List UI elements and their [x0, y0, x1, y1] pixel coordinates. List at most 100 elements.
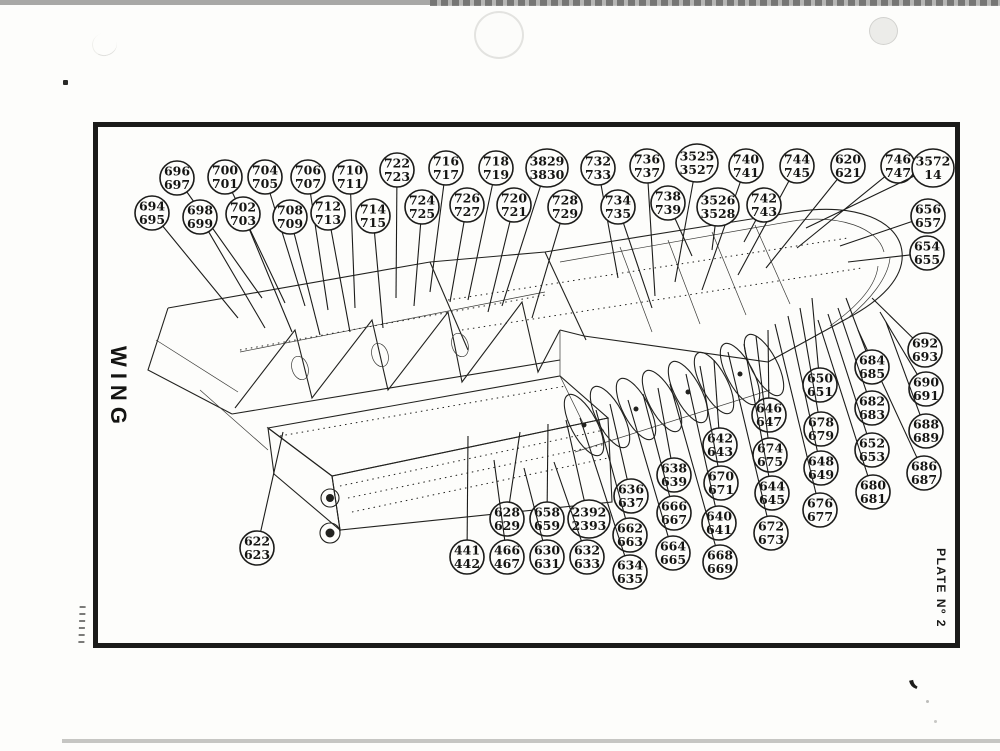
- svg-text:668: 668: [707, 548, 733, 563]
- svg-text:3528: 3528: [701, 206, 736, 221]
- svg-text:726: 726: [454, 191, 480, 206]
- scan-edge-top-texture: [430, 0, 1000, 6]
- svg-text:743: 743: [751, 204, 777, 219]
- svg-text:714: 714: [360, 202, 386, 217]
- left-truss-structure: [234, 291, 561, 409]
- scan-edge-bottom: [62, 739, 1000, 743]
- svg-text:698: 698: [187, 203, 213, 218]
- svg-text:620: 620: [835, 152, 861, 167]
- svg-text:682: 682: [859, 394, 885, 409]
- svg-text:740: 740: [733, 152, 759, 167]
- svg-text:734: 734: [605, 193, 631, 208]
- svg-text:645: 645: [759, 492, 785, 507]
- callouts-layer: 6966977007017047057067077107117227237167…: [134, 143, 955, 590]
- svg-text:715: 715: [360, 215, 386, 230]
- ink-speck: [934, 720, 937, 723]
- plate-border: [93, 122, 960, 648]
- ink-speck: [926, 700, 929, 703]
- svg-text:694: 694: [139, 199, 165, 214]
- svg-text:667: 667: [661, 512, 687, 527]
- punch-hole: [869, 17, 898, 45]
- svg-text:647: 647: [756, 414, 782, 429]
- svg-text:683: 683: [859, 407, 885, 422]
- svg-text:631: 631: [534, 556, 560, 571]
- svg-text:665: 665: [660, 552, 686, 567]
- svg-text:653: 653: [859, 449, 885, 464]
- svg-text:701: 701: [212, 176, 238, 191]
- ink-speck: [63, 80, 68, 85]
- svg-text:720: 720: [501, 191, 527, 206]
- svg-text:650: 650: [807, 371, 833, 386]
- svg-text:725: 725: [409, 206, 435, 221]
- svg-text:649: 649: [808, 467, 834, 482]
- svg-text:677: 677: [807, 509, 833, 524]
- svg-text:658: 658: [534, 505, 560, 520]
- svg-text:643: 643: [707, 444, 733, 459]
- svg-text:664: 664: [660, 539, 686, 554]
- svg-text:712: 712: [315, 199, 341, 214]
- svg-text:721: 721: [501, 204, 527, 219]
- svg-text:700: 700: [212, 163, 238, 178]
- svg-text:679: 679: [808, 428, 834, 443]
- svg-text:717: 717: [433, 167, 459, 182]
- svg-text:623: 623: [244, 547, 270, 562]
- svg-text:685: 685: [859, 366, 885, 381]
- svg-text:466: 466: [494, 543, 520, 558]
- center-section-box: [266, 330, 613, 544]
- svg-text:719: 719: [483, 167, 509, 182]
- svg-text:705: 705: [252, 176, 278, 191]
- svg-text:2393: 2393: [572, 518, 607, 533]
- svg-text:713: 713: [315, 212, 341, 227]
- svg-text:673: 673: [758, 532, 784, 547]
- wing-section-label: WING: [106, 346, 131, 430]
- svg-text:728: 728: [552, 193, 578, 208]
- svg-text:688: 688: [913, 417, 939, 432]
- svg-text:708: 708: [277, 203, 303, 218]
- svg-text:690: 690: [913, 375, 939, 390]
- svg-text:670: 670: [708, 469, 734, 484]
- svg-text:741: 741: [733, 165, 759, 180]
- svg-text:733: 733: [585, 167, 611, 182]
- svg-text:654: 654: [914, 239, 940, 254]
- svg-text:669: 669: [707, 561, 733, 576]
- svg-text:746: 746: [885, 152, 911, 167]
- svg-text:675: 675: [757, 454, 783, 469]
- svg-text:442: 442: [454, 556, 480, 571]
- svg-text:703: 703: [230, 213, 256, 228]
- svg-text:678: 678: [808, 415, 834, 430]
- svg-text:632: 632: [574, 543, 600, 558]
- svg-text:656: 656: [915, 202, 941, 217]
- svg-text:724: 724: [409, 193, 435, 208]
